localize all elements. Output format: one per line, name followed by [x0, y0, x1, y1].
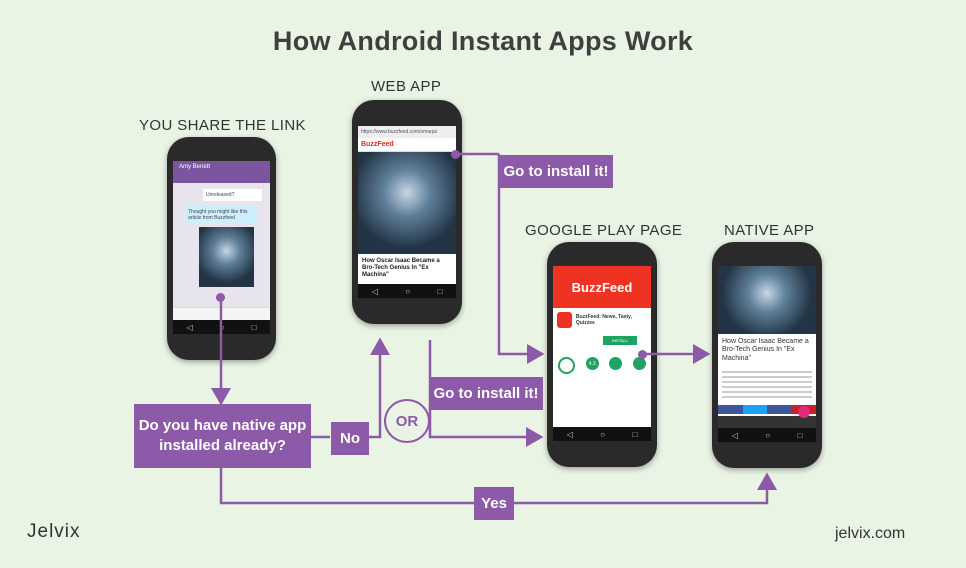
chat-header: Amy Benett	[173, 161, 270, 183]
arrow-to-web-app	[369, 337, 390, 439]
link-dot	[451, 150, 460, 159]
arrow-or-to-play	[428, 340, 544, 447]
yes-box: Yes	[474, 487, 514, 520]
native-screen: How Oscar Isaac Became a Bro-Tech Genius…	[718, 266, 816, 442]
phone-chat: Amy Benett Unreleased? Thought you might…	[167, 137, 276, 360]
chat-message: Thought you might like this article from…	[185, 206, 258, 224]
article-image	[718, 266, 816, 334]
arrow-web-to-play	[497, 154, 545, 364]
site-url[interactable]: jelvix.com	[835, 525, 906, 542]
article-body	[722, 371, 812, 402]
link-dot	[638, 350, 647, 359]
url-bar[interactable]: https://www.buzzfeed.com/omarjai	[358, 126, 456, 138]
jelvix-logo: Jelvix	[27, 521, 81, 542]
app-name: BuzzFeed: News, Tasty, Quizzes	[575, 314, 632, 326]
app-icon	[557, 312, 572, 328]
article-headline[interactable]: How Oscar Isaac Became a Bro-Tech Genius…	[722, 338, 809, 362]
play-app-row: BuzzFeed: News, Tasty, Quizzes	[553, 308, 651, 332]
page-title: How Android Instant Apps Work	[272, 26, 694, 56]
install-button[interactable]: INSTALL	[603, 336, 637, 345]
label-web-app: WEB APP	[371, 78, 442, 95]
android-nav-bar: ◁○□	[358, 284, 456, 298]
android-nav-bar: ◁○□	[553, 427, 651, 441]
chat-screen: Amy Benett Unreleased? Thought you might…	[173, 161, 270, 334]
android-nav-bar: ◁○□	[718, 428, 816, 442]
label-native-app: NATIVE APP	[724, 222, 815, 239]
phone-web-app: https://www.buzzfeed.com/omarjai BuzzFee…	[352, 100, 462, 324]
downloads-badge	[558, 357, 576, 374]
similar-badge	[632, 357, 646, 370]
label-google-play: GOOGLE PLAY PAGE	[525, 222, 683, 239]
link-dot	[216, 293, 225, 302]
install-label-top: Go to install it!	[499, 155, 613, 188]
label-share: YOU SHARE THE LINK	[139, 117, 306, 134]
rating-badge: 4.3	[585, 357, 599, 370]
play-screen: BuzzFeed BuzzFeed: News, Tasty, Quizzes …	[553, 266, 651, 441]
phone-native-app: How Oscar Isaac Became a Bro-Tech Genius…	[712, 242, 822, 468]
article-headline[interactable]: How Oscar Isaac Became a Bro-Tech Genius…	[362, 258, 440, 279]
question-box: Do you have native app installed already…	[134, 404, 311, 468]
article-image	[199, 227, 254, 287]
or-circle: OR	[384, 399, 430, 443]
install-label-mid: Go to install it!	[429, 377, 543, 410]
share-fab[interactable]	[798, 406, 810, 418]
play-banner: BuzzFeed	[553, 266, 651, 308]
stats-row: 4.3	[553, 357, 651, 374]
web-screen: https://www.buzzfeed.com/omarjai BuzzFee…	[358, 126, 456, 298]
category-badge	[609, 357, 623, 370]
article-image	[358, 152, 456, 254]
buzzfeed-logo: BuzzFeed	[358, 138, 456, 152]
chat-message: Unreleased?	[203, 189, 262, 201]
no-box: No	[331, 422, 369, 455]
